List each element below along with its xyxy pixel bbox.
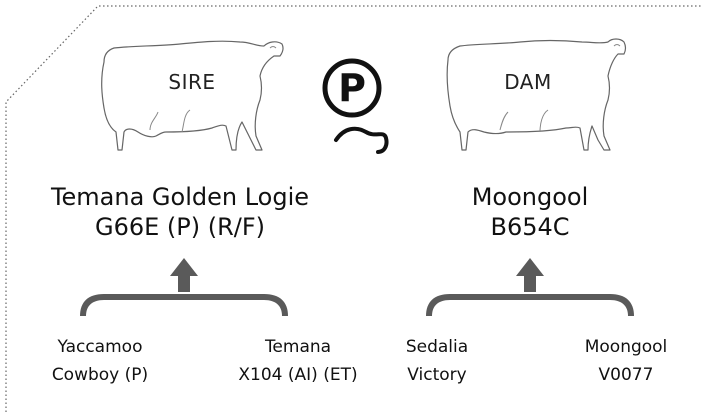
sire-dam-line2: X104 (AI) (ET) <box>238 365 358 385</box>
dam-dam-line2: V0077 <box>598 365 654 385</box>
sire-role-label: SIRE <box>168 70 216 94</box>
dam-sire-line2: Victory <box>407 365 467 385</box>
dam-dam-line1: Moongool <box>584 337 668 357</box>
dam-role-label: DAM <box>504 70 552 94</box>
dam-sire-line1: Sedalia <box>405 337 469 357</box>
sire-name-line1: Temana Golden Logie <box>50 183 310 211</box>
sire-name-line2: G66E (P) (R/F) <box>94 213 266 241</box>
sire-sire-line1: Yaccamoo <box>57 337 143 357</box>
sire-dam-line1: Temana <box>264 337 332 357</box>
dam-name-line2: B654C <box>490 213 570 241</box>
poll-symbol-letter: P <box>338 66 366 110</box>
sire-sire-line2: Cowboy (P) <box>51 365 149 385</box>
dam-name-line1: Moongool <box>471 183 589 211</box>
